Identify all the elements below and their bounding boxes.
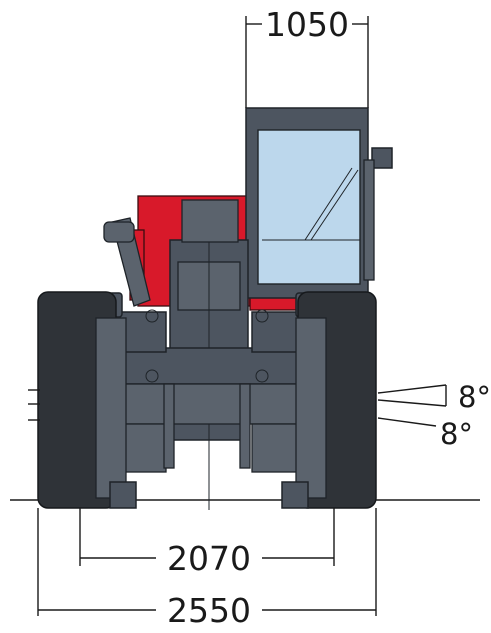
forks xyxy=(163,383,251,469)
overall-width-label: 2550 xyxy=(167,591,251,630)
side-mirror xyxy=(371,147,393,169)
angle-upper-label: 8° xyxy=(458,380,491,414)
track-width-label: 2070 xyxy=(167,539,251,578)
cab xyxy=(245,107,393,299)
dimension-cab-width: 1050 xyxy=(245,5,369,108)
dimension-overall-width: 2550 xyxy=(37,508,377,630)
right-tyre xyxy=(281,291,377,509)
angle-lower-label: 8° xyxy=(440,417,473,451)
dimension-track-width: 2070 xyxy=(79,508,335,578)
left-tyre xyxy=(37,291,137,509)
angle-annotations: 8° 8° xyxy=(377,380,491,451)
cab-width-label: 1050 xyxy=(265,5,349,44)
boom-arm xyxy=(103,217,151,307)
left-side-marks xyxy=(28,389,40,421)
cab-window xyxy=(257,129,361,285)
